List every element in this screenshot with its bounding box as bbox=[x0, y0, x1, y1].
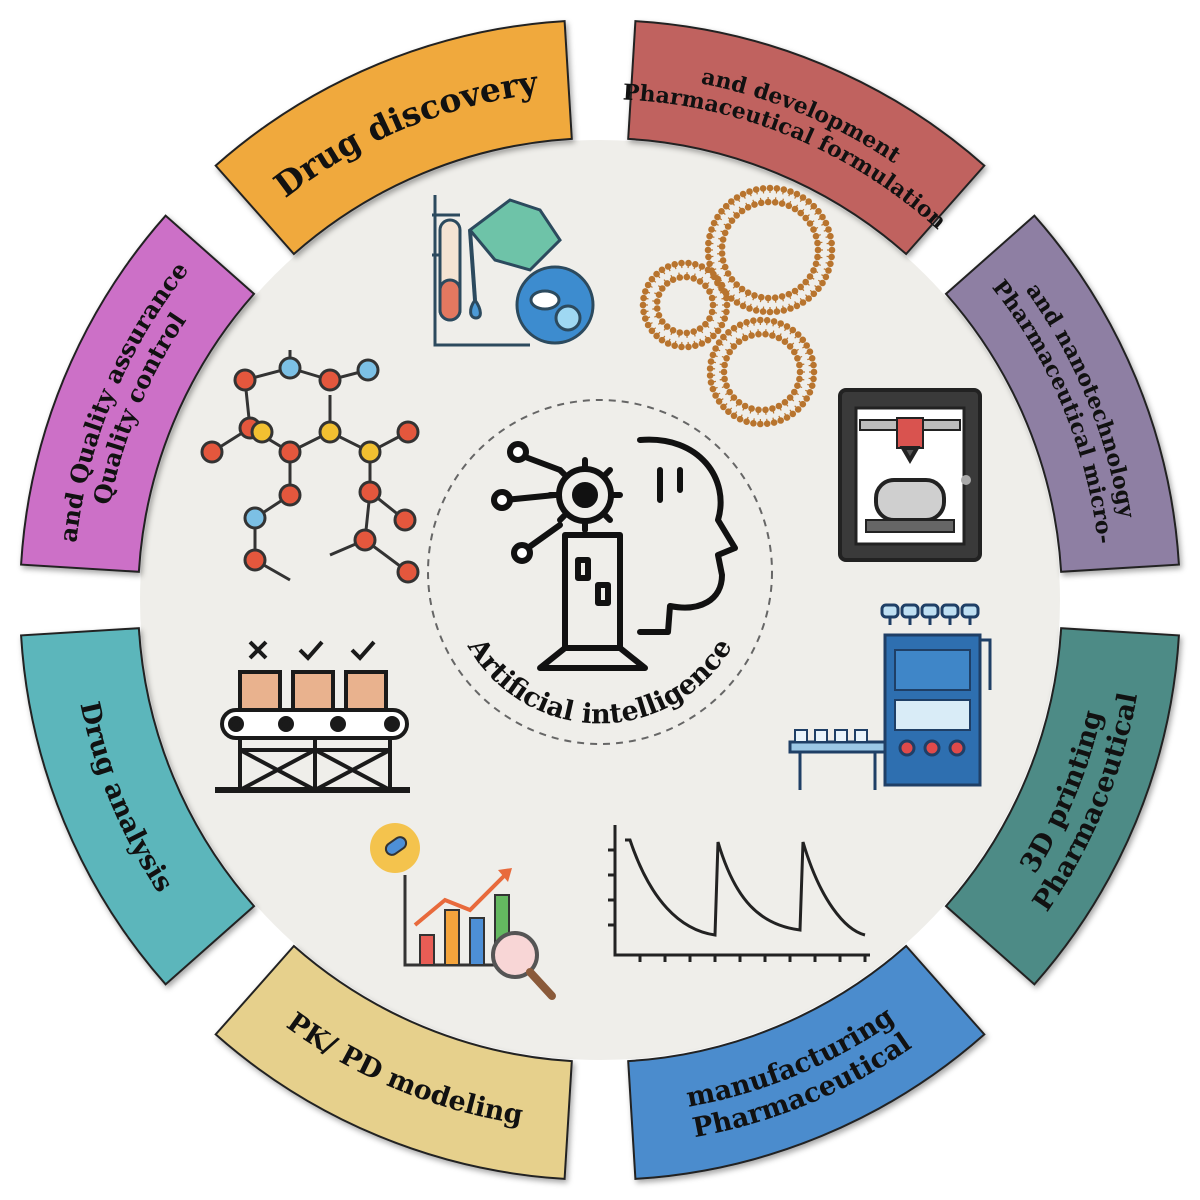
segment-printing-band bbox=[944, 627, 1180, 986]
center-dashed-circle bbox=[427, 399, 773, 745]
3d-printer-icon bbox=[838, 388, 982, 562]
segment-discovery-band bbox=[214, 20, 573, 256]
segment-formulation-band bbox=[627, 20, 986, 256]
segment-manufacturing-band bbox=[627, 944, 986, 1180]
liposome-nanoparticles-icon bbox=[639, 184, 836, 428]
liposome-particle bbox=[704, 184, 836, 316]
pk-concentration-curve-icon bbox=[608, 825, 870, 962]
segment-nanotech-band bbox=[944, 214, 1180, 573]
conveyor-quality-check-icon bbox=[215, 640, 410, 793]
liposome-particle bbox=[639, 259, 731, 351]
manufacturing-machine-icon bbox=[788, 603, 992, 790]
segment-quality-band bbox=[20, 214, 256, 573]
lab-hand-dropper-pills-icon bbox=[432, 195, 595, 347]
ai-head-gear-icon bbox=[491, 436, 738, 671]
data-analysis-chart-icon bbox=[370, 823, 556, 1000]
segment-analysis-band bbox=[20, 627, 256, 986]
liposome-particle bbox=[706, 316, 818, 428]
segment-pkpd-band bbox=[214, 944, 573, 1180]
molecule-structure-icon bbox=[200, 350, 420, 584]
